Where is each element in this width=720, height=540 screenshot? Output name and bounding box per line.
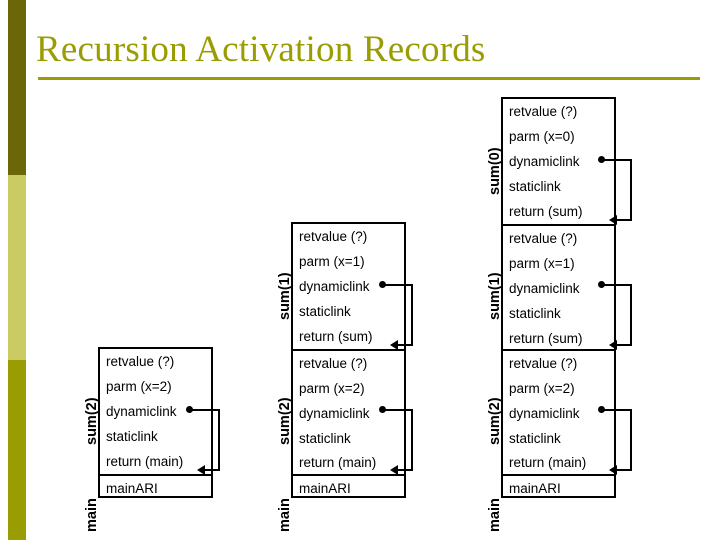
frame-label-sum0-right: sum(0)	[487, 147, 503, 195]
row-parm: parm (x=1)	[509, 256, 575, 271]
page-title: Recursion Activation Records	[36, 29, 486, 70]
frame-label-sum2-left: sum(2)	[84, 397, 100, 445]
row-retvalue: retvalue (?)	[503, 349, 614, 376]
frame-label-main-middle: main	[277, 498, 293, 532]
row-retvalue: retvalue (?)	[503, 224, 614, 251]
row-parm: parm (x=0)	[509, 129, 575, 144]
sidebar-segment-top	[8, 0, 26, 175]
row-main-ari: mainARI	[293, 474, 404, 500]
row-dynamiclink: dynamiclink	[299, 406, 370, 421]
row-dynamiclink: dynamiclink	[509, 406, 580, 421]
row-dynamiclink: dynamiclink	[106, 404, 177, 419]
frame-label-sum1-right: sum(1)	[487, 272, 503, 320]
row-parm: parm (x=2)	[106, 379, 172, 394]
row-return: return (sum)	[509, 204, 583, 219]
sidebar-segment-middle	[8, 175, 26, 360]
activation-record-box-middle: retvalue (?) parm (x=1) dynamiclink stat…	[291, 222, 406, 498]
frame-label-sum2-middle: sum(2)	[277, 397, 293, 445]
frame-label-main-left: main	[84, 498, 100, 532]
row-retvalue: retvalue (?)	[106, 354, 175, 369]
activation-record-box-left: retvalue (?) parm (x=2) dynamiclink stat…	[98, 347, 213, 498]
row-return: return (sum)	[299, 329, 373, 344]
frame-label-sum1-middle: sum(1)	[277, 272, 293, 320]
row-dynamiclink: dynamiclink	[299, 279, 370, 294]
row-staticlink: staticlink	[509, 179, 561, 194]
row-retvalue: retvalue (?)	[299, 229, 368, 244]
row-dynamiclink: dynamiclink	[509, 281, 580, 296]
row-return: return (main)	[299, 455, 377, 470]
frame-label-sum2-right: sum(2)	[487, 397, 503, 445]
row-staticlink: staticlink	[106, 429, 158, 444]
row-staticlink: staticlink	[509, 431, 561, 446]
row-retvalue: retvalue (?)	[509, 104, 578, 119]
row-parm: parm (x=1)	[299, 254, 365, 269]
title-underline	[38, 77, 700, 80]
row-staticlink: staticlink	[299, 304, 351, 319]
row-retvalue: retvalue (?)	[293, 349, 404, 376]
row-main-ari: mainARI	[100, 474, 211, 500]
row-parm: parm (x=2)	[299, 381, 365, 396]
row-parm: parm (x=2)	[509, 381, 575, 396]
frame-label-main-right: main	[487, 498, 503, 532]
row-dynamiclink: dynamiclink	[509, 154, 580, 169]
row-return: return (main)	[106, 454, 184, 469]
row-return: return (main)	[509, 455, 587, 470]
row-staticlink: staticlink	[299, 431, 351, 446]
row-staticlink: staticlink	[509, 306, 561, 321]
row-main-ari: mainARI	[503, 474, 614, 500]
row-return: return (sum)	[509, 331, 583, 346]
activation-record-box-right: retvalue (?) parm (x=0) dynamiclink stat…	[501, 97, 616, 498]
sidebar-segment-bottom	[8, 360, 26, 540]
